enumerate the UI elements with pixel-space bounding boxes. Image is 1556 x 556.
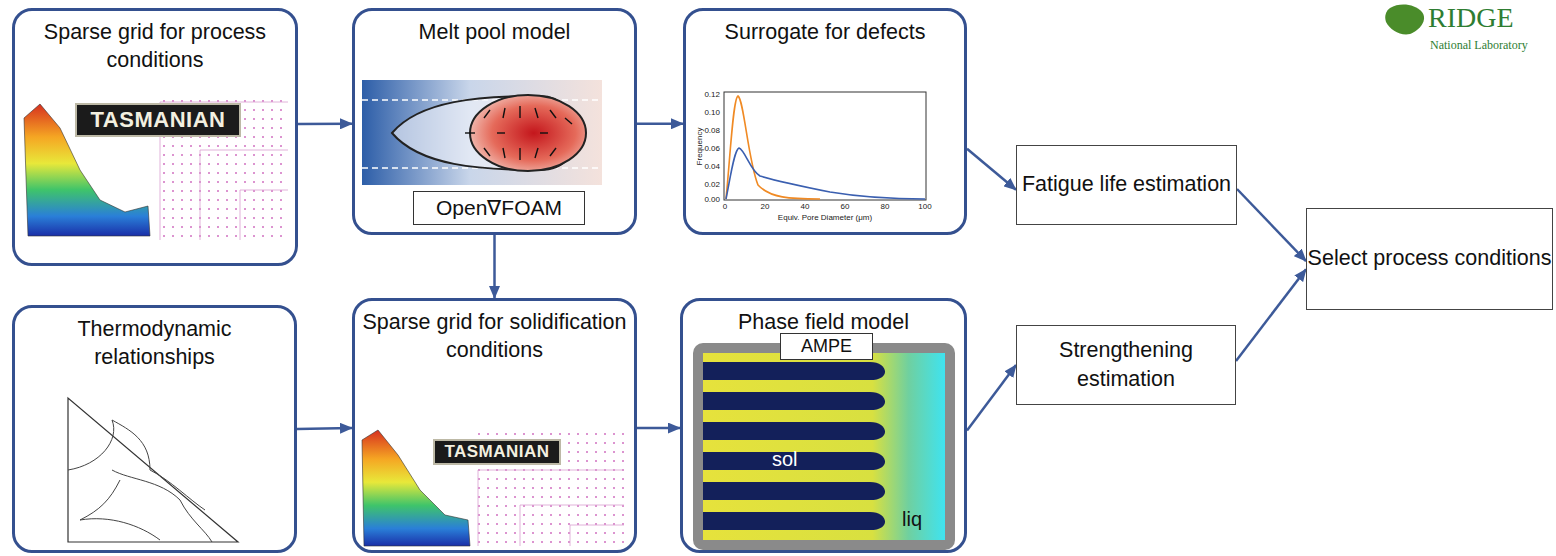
box-text: Open∇FOAM (436, 196, 562, 220)
tick-label: 20 (761, 202, 770, 211)
tick-label: 100 (918, 202, 931, 211)
phase-label: liq (902, 508, 922, 531)
software-label: Open∇FOAM (413, 191, 585, 225)
process-box: Sparse grid for solidification condition… (352, 298, 637, 553)
tick-label: 0.02 (704, 180, 720, 189)
sparse-grid-figure (362, 430, 624, 546)
ornl-logo (1385, 5, 1424, 35)
sparse-grid-figure (24, 100, 288, 240)
software-label: TASMANIAN (75, 103, 241, 137)
box-heading: Surrogate for defects (686, 19, 964, 47)
phase-field-figure (693, 343, 955, 550)
box-text: TASMANIAN (91, 107, 226, 133)
tick-label: 0.04 (704, 162, 720, 171)
box-text: Strengthening estimation (1017, 336, 1235, 394)
tick-label: 60 (841, 202, 850, 211)
flow-arrow (967, 365, 1016, 431)
flow-arrow (298, 123, 352, 126)
tick-label: 80 (881, 202, 890, 211)
software-label: TASMANIAN (433, 439, 561, 465)
tick-label: 0.08 (704, 126, 720, 135)
flow-arrow (637, 427, 680, 430)
software-label: AMPE (780, 333, 873, 360)
tick-label: 0.10 (704, 108, 720, 117)
box-heading: Sparse grid for process conditions (15, 19, 295, 75)
box-heading: Thermodynamic relationships (15, 316, 294, 372)
melt-pool-figure (362, 80, 602, 185)
process-box: Phase field modelAMPE (680, 298, 967, 553)
box-heading: Sparse grid for solidification condition… (355, 309, 634, 365)
process-box: Melt pool modelOpen∇FOAM (352, 8, 637, 235)
flow-arrow (637, 123, 683, 126)
dendrite-bar (703, 422, 885, 440)
tick-label: 0.06 (704, 144, 720, 153)
decision-box: Select process conditions (1306, 208, 1553, 310)
phase-label: sol (772, 448, 798, 471)
flow-arrow (297, 427, 352, 430)
process-box: Sparse grid for process conditionsTASMAN… (12, 8, 298, 266)
dendrite-bar (703, 512, 885, 530)
ternary-diagram (68, 398, 238, 542)
flow-arrow (1237, 189, 1306, 261)
logo-text: National Laboratory (1430, 38, 1528, 53)
dendrite-bar (703, 392, 885, 410)
box-heading: Melt pool model (355, 19, 634, 47)
tick-label: 0 (723, 202, 727, 211)
box-text: Fatigue life estimation (1022, 170, 1231, 199)
flow-arrow (967, 149, 1016, 190)
dendrite-bar (703, 362, 885, 380)
tick-label: 40 (801, 202, 810, 211)
dendrite-bar (703, 482, 885, 500)
tick-label: 0.12 (704, 90, 720, 99)
tick-label: 0.00 (704, 195, 720, 204)
process-box: Thermodynamic relationships (12, 305, 297, 553)
box-text: AMPE (801, 336, 852, 357)
axis-title: Frequency (695, 127, 704, 165)
logo-text: RIDGE (1428, 2, 1514, 34)
axis-title: Equiv. Pore Diameter (μm) (778, 213, 872, 222)
result-box: Fatigue life estimation (1016, 145, 1237, 225)
flow-arrow (493, 235, 496, 298)
pore-size-chart (724, 92, 926, 200)
result-box: Strengthening estimation (1016, 325, 1236, 405)
process-box: Surrogate for defects (683, 8, 967, 235)
box-text: TASMANIAN (444, 442, 549, 462)
flow-arrow (1236, 269, 1306, 361)
box-text: Select process conditions (1308, 244, 1552, 273)
